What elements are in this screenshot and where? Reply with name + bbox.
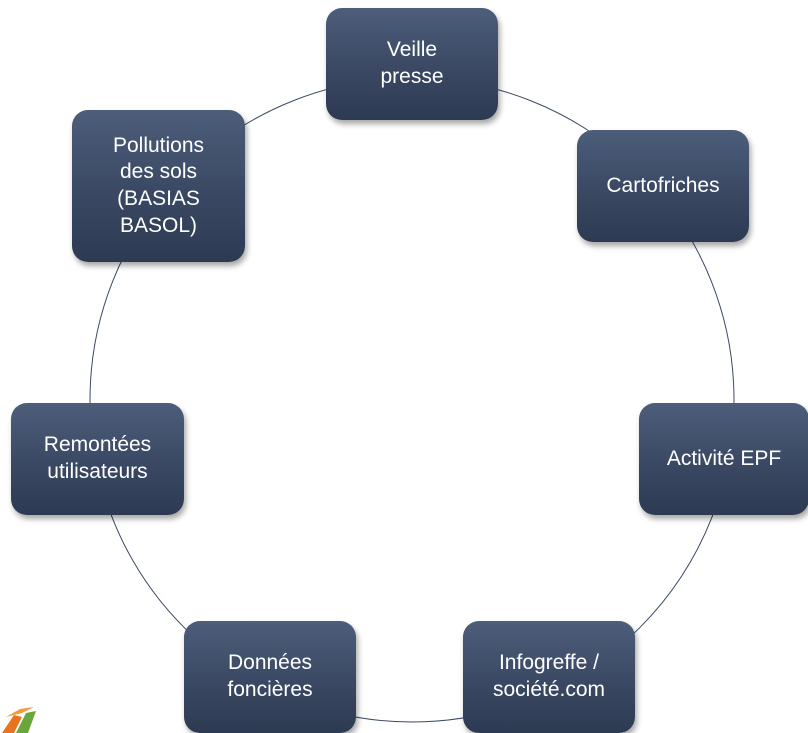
node-label: Veille presse xyxy=(380,38,444,88)
node-label: Données foncières xyxy=(227,651,313,701)
node-pollutions-sols: Pollutions des sols (BASIAS BASOL) xyxy=(72,110,245,262)
node-donnees-foncieres: Données foncières xyxy=(184,621,356,733)
node-label: Cartofriches xyxy=(606,173,720,197)
node-cartofriches: Cartofriches xyxy=(577,130,749,242)
node-remontees-utilisateurs: Remontées utilisateurs xyxy=(11,403,184,515)
node-label: Remontées utilisateurs xyxy=(43,433,152,483)
node-label: Infogreffe / société.com xyxy=(492,651,606,701)
logo-icon xyxy=(2,707,36,733)
node-label: Pollutions des sols (BASIAS BASOL) xyxy=(112,133,205,237)
node-infogreffe: Infogreffe / société.com xyxy=(463,621,635,733)
node-activite-epf: Activité EPF xyxy=(639,403,808,515)
node-label: Activité EPF xyxy=(666,446,782,470)
node-veille-presse: Veille presse xyxy=(326,8,498,120)
